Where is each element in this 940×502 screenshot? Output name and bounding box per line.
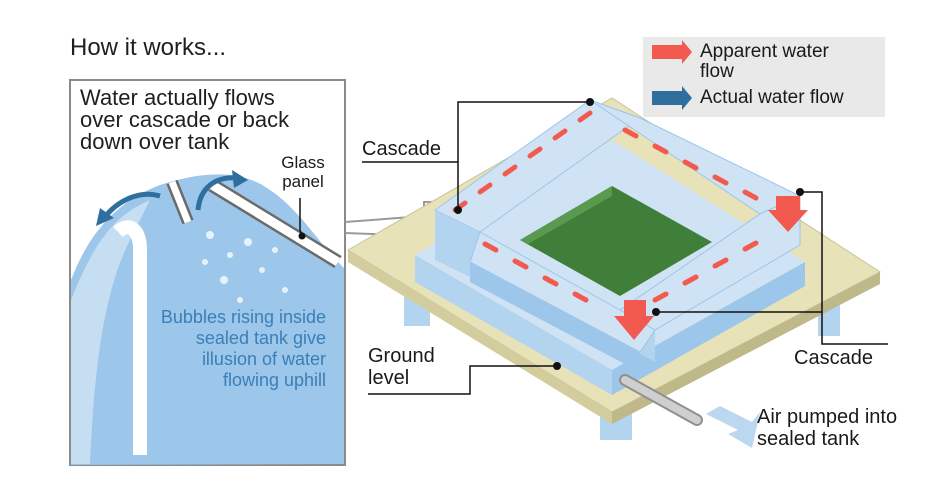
inset-bubbles [202,231,288,303]
legend-item-actual: Actual water flow [652,88,844,108]
cascade-label-left: Cascade [362,138,441,160]
page-title: How it works... [70,34,227,61]
legend-label-actual: Actual water flow [700,87,844,108]
legend-label-apparent: Apparent water flow [700,41,829,82]
air-pumped-label: Air pumped into sealed tank [757,406,898,450]
ground-level-label: Ground level [368,345,435,389]
air-inflow-arrow-icon [706,406,760,448]
cascade-label-right: Cascade [794,347,873,369]
apparent-flow-dashes [452,110,759,303]
cascade-apparent-arrow-icon-2 [614,300,654,340]
inset-panel [69,79,346,466]
glass-panel-label: Glass panel [281,153,325,191]
legend-actual-arrow-icon [652,86,692,110]
inset-heading: Water actually flows over cascade or bac… [80,85,290,154]
legend-item-apparent: Apparent water flow [652,42,865,82]
bubbles-caption: Bubbles rising inside sealed tank give i… [160,307,326,390]
leader-lines [362,101,888,395]
cascade-apparent-arrow-icon [768,196,808,232]
legend-apparent-arrow-icon [652,40,692,64]
